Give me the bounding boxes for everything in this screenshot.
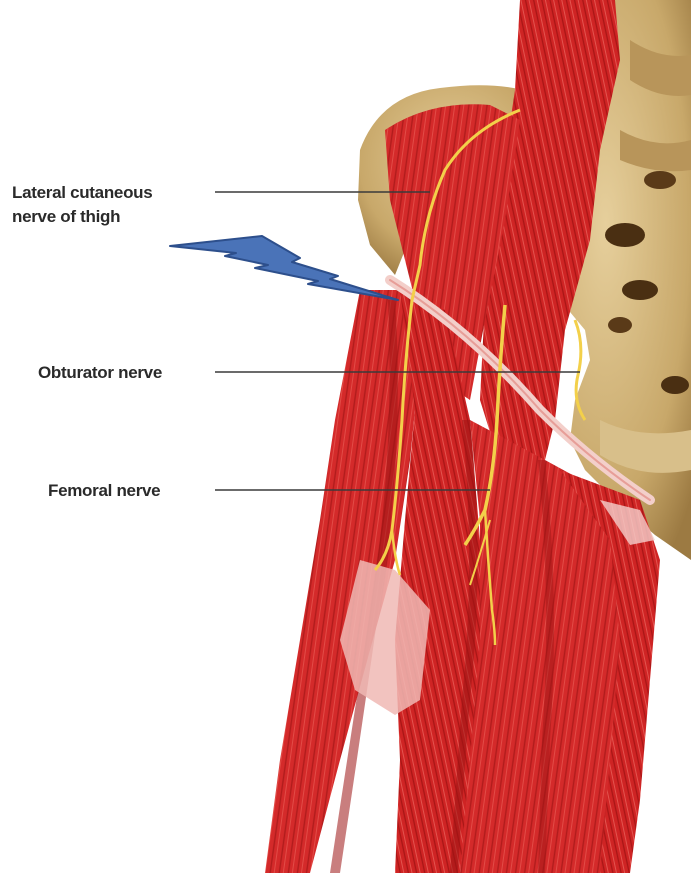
label-femoral-nerve: Femoral nerve	[48, 481, 160, 500]
label-lateral-cutaneous-line1: Lateral cutaneous	[12, 183, 152, 202]
lightning-arrow-icon	[170, 236, 398, 300]
labels: Lateral cutaneous nerve of thigh Obturat…	[12, 183, 162, 500]
label-lateral-cutaneous-line2: nerve of thigh	[12, 207, 120, 226]
label-obturator-nerve: Obturator nerve	[38, 363, 162, 382]
